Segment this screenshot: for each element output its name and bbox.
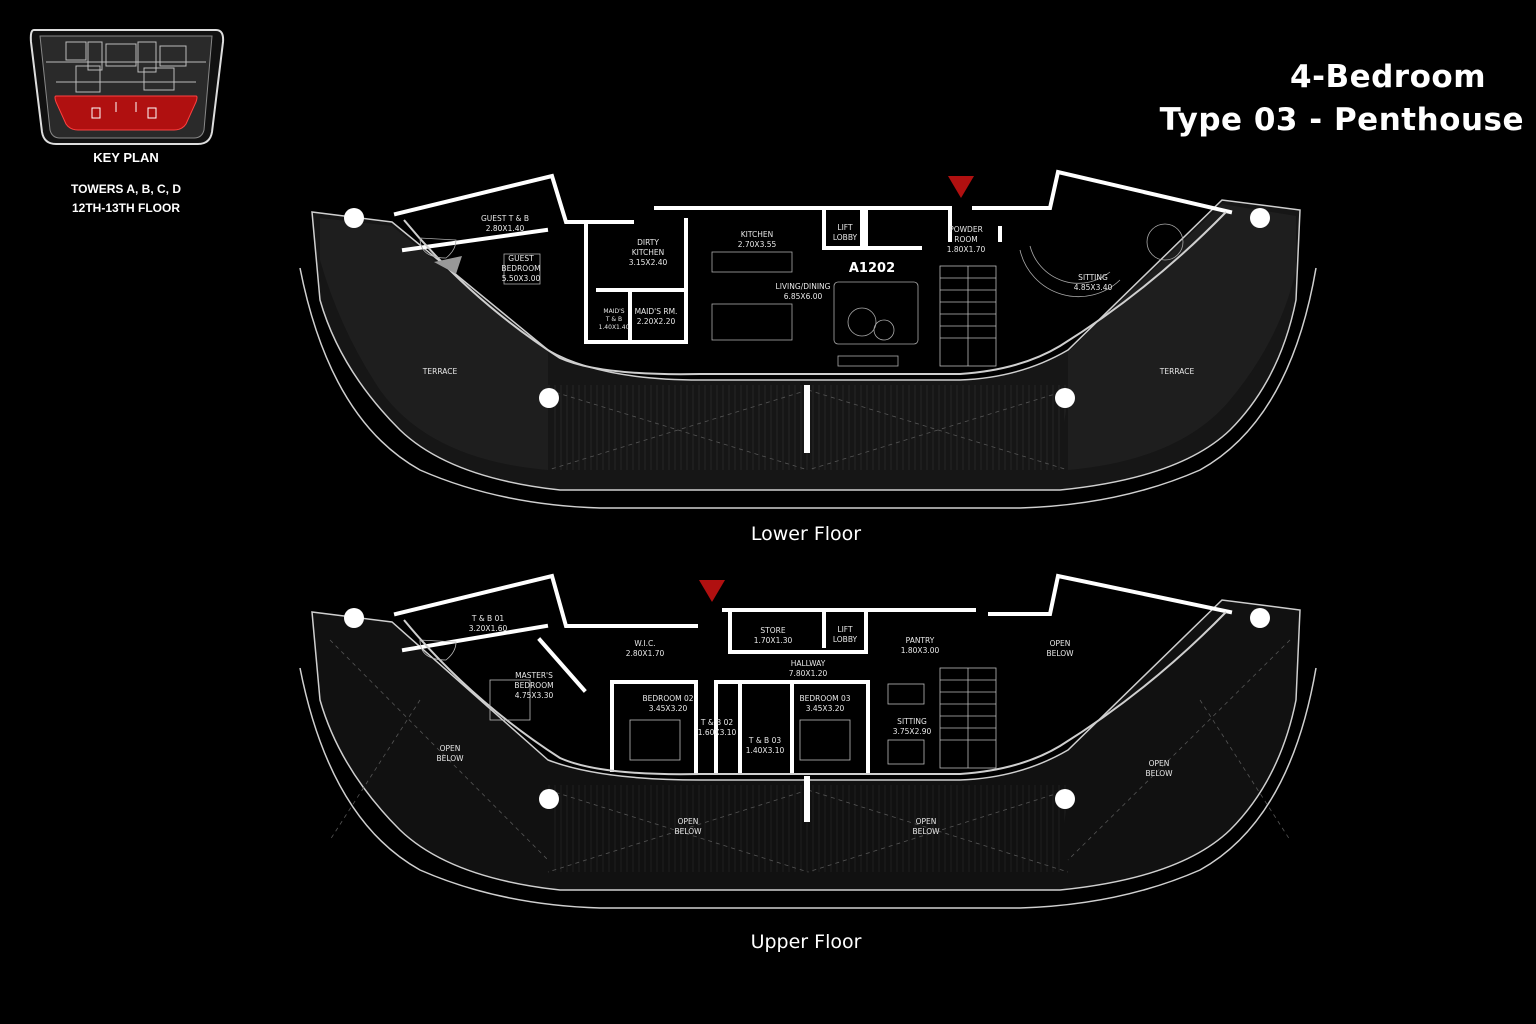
lower-floor-label: Lower Floor <box>750 523 862 545</box>
plan-title: 4-Bedroom Type 03 - Penthouse <box>1104 56 1524 142</box>
room-label-open-below: OPEN BELOW <box>1046 639 1074 658</box>
entry-marker-icon <box>699 580 725 602</box>
lower-floor-plan <box>299 169 1317 509</box>
key-plan-title: KEY PLAN <box>93 150 159 165</box>
towers-label: TOWERS A, B, C, D <box>70 182 181 196</box>
entry-marker-icon <box>948 176 974 198</box>
room-label-lift-lobby: LIFT LOBBY <box>832 223 858 242</box>
room-label-open-below: OPEN BELOW <box>436 744 464 763</box>
column-marker <box>1055 789 1075 809</box>
room-label-terrace-left: TERRACE <box>422 367 458 376</box>
room-label-wic: W.I.C.2.80X1.70 <box>625 639 665 658</box>
bedroom-count-title: 4-Bedroom <box>1290 59 1486 95</box>
unit-type-title: Type 03 - Penthouse <box>1159 102 1524 138</box>
column-marker <box>344 208 364 228</box>
room-label-open-below: OPEN BELOW <box>1145 759 1173 778</box>
room-label-terrace-right: TERRACE <box>1159 367 1195 376</box>
room-label-lift-lobby-upper: LIFT LOBBY <box>832 625 858 644</box>
column-marker <box>539 789 559 809</box>
column-marker <box>1250 208 1270 228</box>
room-label-open-below: OPEN BELOW <box>912 817 940 836</box>
upper-floor-label: Upper Floor <box>750 931 862 953</box>
room-label-open-below: OPEN BELOW <box>674 817 702 836</box>
room-label-maids-room: MAID'S RM.2.20X2.20 <box>634 307 678 326</box>
highlighted-unit-zone <box>54 95 198 131</box>
unit-number-tag: A1202 <box>848 261 896 276</box>
column-marker <box>1250 608 1270 628</box>
key-plan-thumbnail <box>29 29 225 145</box>
column-marker <box>344 608 364 628</box>
floors-label: 12TH-13TH FLOOR <box>71 201 180 215</box>
upper-floor-plan <box>299 573 1317 909</box>
key-plan: KEY PLAN TOWERS A, B, C, D 12TH-13TH FLO… <box>26 22 226 215</box>
column-marker <box>539 388 559 408</box>
column-marker <box>1055 388 1075 408</box>
